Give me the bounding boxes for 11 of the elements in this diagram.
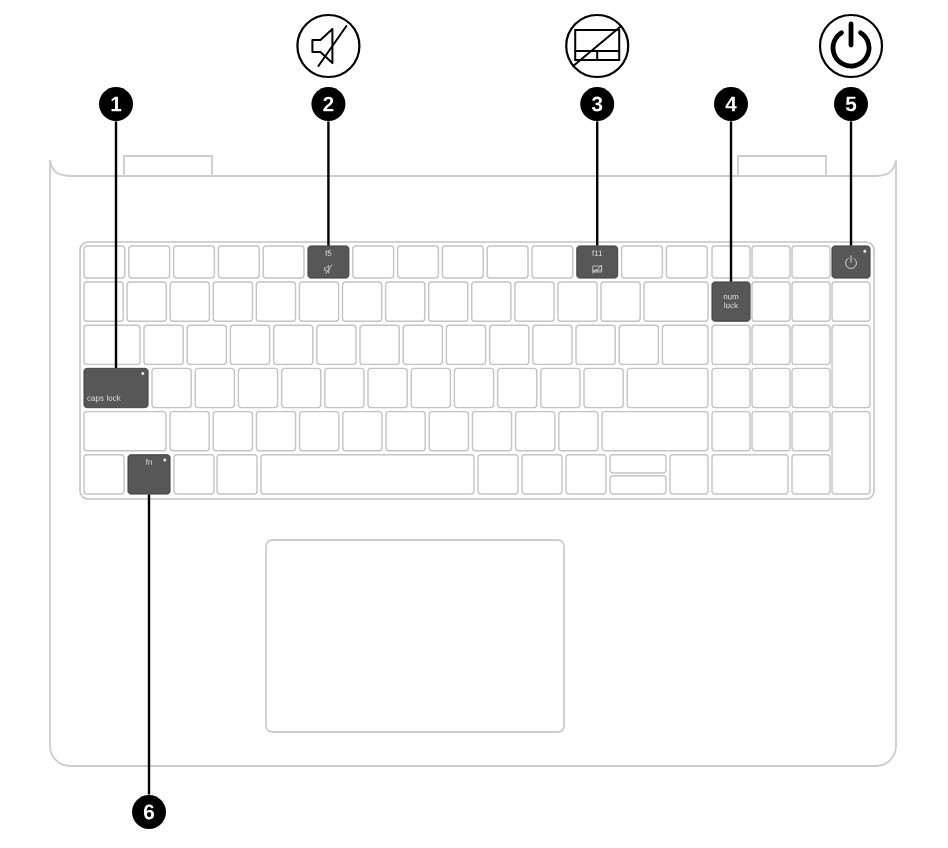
leader-line bbox=[849, 121, 853, 246]
callout-number: 1 bbox=[99, 87, 133, 121]
callout-number: 5 bbox=[834, 87, 868, 121]
leader-line bbox=[327, 121, 330, 246]
leader-line bbox=[596, 121, 599, 246]
leader-line bbox=[729, 121, 733, 282]
callout-number: 4 bbox=[714, 87, 748, 121]
callout-number: 3 bbox=[580, 87, 615, 121]
callout-number: 6 bbox=[132, 795, 166, 829]
leader-line bbox=[147, 494, 151, 795]
callout-number: 2 bbox=[311, 87, 346, 121]
